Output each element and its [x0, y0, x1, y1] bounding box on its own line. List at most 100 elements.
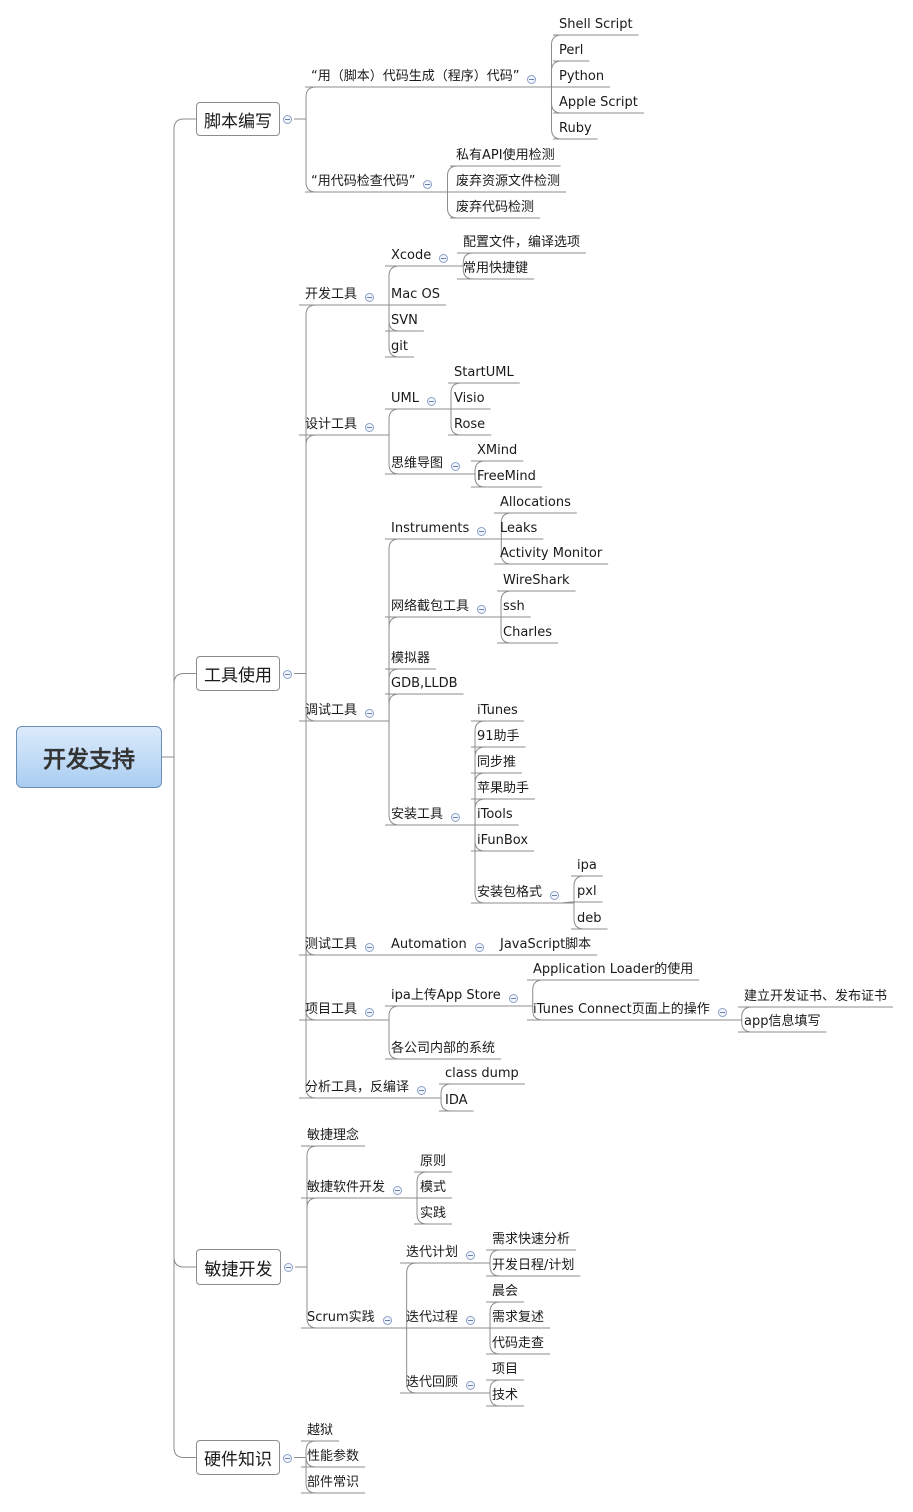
topic-1-5-0[interactable]: class dump [445, 1066, 519, 1081]
collapse-toggle-1-0[interactable] [365, 293, 375, 302]
topic-2-2-0-1[interactable]: 开发日程/计划 [492, 1258, 575, 1273]
topic-0-1-2[interactable]: 废弃代码检测 [456, 200, 535, 215]
topic-0-0-2[interactable]: Python [559, 69, 605, 84]
topic-2-2-1-1[interactable]: 需求复述 [492, 1310, 545, 1325]
topic-1-4[interactable]: 项目工具 [305, 1002, 358, 1017]
topic-1-4-0-0[interactable]: Application Loader的使用 [533, 962, 694, 977]
collapse-toggle-2-2-1[interactable] [466, 1316, 476, 1325]
topic-0-0-0[interactable]: Shell Script [559, 17, 633, 32]
collapse-toggle-1-1[interactable] [365, 423, 375, 432]
topic-0-1-1[interactable]: 废弃资源文件检测 [456, 174, 561, 189]
collapse-toggle-1-2-0[interactable] [477, 527, 487, 536]
topic-1-2-4-0[interactable]: iTunes [477, 703, 518, 718]
topic-1-1-0-0[interactable]: StartUML [454, 365, 514, 380]
collapse-toggle-1-4[interactable] [365, 1008, 375, 1017]
collapse-toggle-2-1[interactable] [393, 1186, 403, 1195]
topic-1-0-1[interactable]: Mac OS [391, 287, 440, 302]
topic-1-2-2[interactable]: 模拟器 [391, 651, 431, 666]
topic-1-0-0-0[interactable]: 配置文件，编译选项 [463, 235, 581, 250]
topic-1-3[interactable]: 测试工具 [305, 937, 358, 952]
topic-1-2-0-2[interactable]: Activity Monitor [500, 546, 603, 561]
topic-2-2-1-2[interactable]: 代码走查 [492, 1336, 545, 1351]
topic-1-2-4-6[interactable]: 安装包格式 [477, 885, 543, 900]
topic-1-2-1-1[interactable]: ssh [503, 599, 525, 614]
topic-1-1-1-0[interactable]: XMind [477, 443, 518, 458]
topic-2-2-0[interactable]: 迭代计划 [406, 1245, 459, 1260]
topic-3-2[interactable]: 部件常识 [307, 1475, 360, 1490]
collapse-toggle-1-1-1[interactable] [451, 462, 461, 471]
collapse-toggle-1-3[interactable] [365, 943, 375, 952]
topic-1-1[interactable]: 设计工具 [305, 417, 358, 432]
topic-1-0[interactable]: 开发工具 [305, 287, 358, 302]
topic-0-0-4[interactable]: Ruby [559, 121, 592, 136]
topic-1-2-4-1[interactable]: 91助手 [477, 729, 520, 744]
topic-2-1-1[interactable]: 模式 [420, 1180, 447, 1195]
topic-1-0-3[interactable]: git [391, 339, 408, 354]
topic-2-2-0-0[interactable]: 需求快速分析 [492, 1232, 571, 1247]
topic-1-1-0-2[interactable]: Rose [454, 417, 486, 432]
topic-0-1-0[interactable]: 私有API使用检测 [456, 148, 555, 163]
topic-1-2-1-2[interactable]: Charles [503, 625, 553, 640]
topic-1-2-4-4[interactable]: iTools [477, 807, 513, 822]
topic-2-2-2-1[interactable]: 技术 [492, 1388, 519, 1403]
topic-2-2-2[interactable]: 迭代回顾 [406, 1375, 459, 1390]
topic-1-0-2[interactable]: SVN [391, 313, 418, 328]
collapse-toggle-1-3-0[interactable] [474, 943, 484, 952]
collapse-toggle-1-2-4[interactable] [451, 813, 461, 822]
topic-1-4-0-1-1[interactable]: app信息填写 [744, 1014, 821, 1029]
topic-0-0[interactable]: “用（脚本）代码生成（程序）代码” [311, 69, 520, 84]
collapse-toggle-0-0[interactable] [527, 75, 537, 84]
collapse-toggle-1-4-0[interactable] [508, 994, 518, 1003]
topic-1-2-4-3[interactable]: 苹果助手 [477, 781, 530, 796]
topic-2-2[interactable]: Scrum实践 [307, 1310, 375, 1325]
topic-1-4-0-1-0[interactable]: 建立开发证书、发布证书 [744, 989, 888, 1004]
root-topic[interactable]: 开发支持 [16, 726, 162, 788]
topic-1-2-4-6-0[interactable]: ipa [577, 858, 597, 873]
topic-2-0[interactable]: 敏捷理念 [307, 1128, 360, 1143]
topic-1-2-4-2[interactable]: 同步推 [477, 755, 517, 770]
collapse-toggle-1-2[interactable] [365, 709, 375, 718]
topic-1-1-0-1[interactable]: Visio [454, 391, 485, 406]
topic-0[interactable]: 脚本编写 [196, 102, 280, 136]
topic-2-1-0[interactable]: 原则 [420, 1154, 447, 1169]
topic-1-2[interactable]: 调试工具 [305, 703, 358, 718]
topic-1-2-3[interactable]: GDB,LLDB [391, 676, 458, 691]
topic-3-1[interactable]: 性能参数 [307, 1449, 360, 1464]
topic-1-2-4[interactable]: 安装工具 [391, 807, 444, 822]
topic-1-2-4-6-2[interactable]: deb [577, 911, 602, 926]
collapse-toggle-1-4-0-1[interactable] [717, 1008, 727, 1017]
topic-1-0-0-1[interactable]: 常用快捷键 [463, 261, 529, 276]
topic-1-2-1[interactable]: 网络截包工具 [391, 599, 470, 614]
topic-1-2-0-1[interactable]: Leaks [500, 521, 538, 536]
collapse-toggle-1-1-0[interactable] [426, 397, 436, 406]
topic-3[interactable]: 硬件知识 [196, 1440, 280, 1475]
topic-2-2-1[interactable]: 迭代过程 [406, 1310, 459, 1325]
topic-1-1-0[interactable]: UML [391, 391, 419, 406]
topic-1-4-1[interactable]: 各公司内部的系统 [391, 1041, 496, 1056]
topic-2-2-1-0[interactable]: 晨会 [492, 1284, 519, 1299]
topic-2-2-2-0[interactable]: 项目 [492, 1362, 519, 1377]
topic-0-0-1[interactable]: Perl [559, 43, 584, 58]
collapse-toggle-1-2-4-6[interactable] [550, 891, 560, 900]
topic-1-0-0[interactable]: Xcode [391, 248, 432, 263]
collapse-toggle-1-0-0[interactable] [439, 254, 449, 263]
collapse-toggle-0-1[interactable] [423, 180, 433, 189]
topic-1-4-0-1[interactable]: iTunes Connect页面上的操作 [533, 1002, 710, 1017]
topic-0-1[interactable]: “用代码检查代码” [311, 174, 416, 189]
collapse-toggle-0[interactable] [283, 115, 292, 124]
collapse-toggle-1-2-1[interactable] [477, 605, 487, 614]
topic-1-3-0[interactable]: Automation [391, 937, 467, 952]
topic-3-0[interactable]: 越狱 [307, 1423, 334, 1438]
collapse-toggle-2[interactable] [284, 1263, 293, 1272]
collapse-toggle-3[interactable] [283, 1453, 292, 1463]
topic-1-2-0-0[interactable]: Allocations [500, 495, 571, 510]
collapse-toggle-1-5[interactable] [417, 1086, 427, 1095]
topic-2-1-2[interactable]: 实践 [420, 1206, 447, 1221]
topic-2[interactable]: 敏捷开发 [196, 1249, 281, 1285]
topic-1-3-0-0[interactable]: JavaScript脚本 [500, 937, 592, 952]
topic-1-5-1[interactable]: IDA [445, 1093, 468, 1108]
topic-1[interactable]: 工具使用 [196, 656, 280, 691]
collapse-toggle-1[interactable] [283, 669, 292, 679]
topic-1-5[interactable]: 分析工具，反编译 [305, 1080, 410, 1095]
topic-2-1[interactable]: 敏捷软件开发 [307, 1180, 386, 1195]
